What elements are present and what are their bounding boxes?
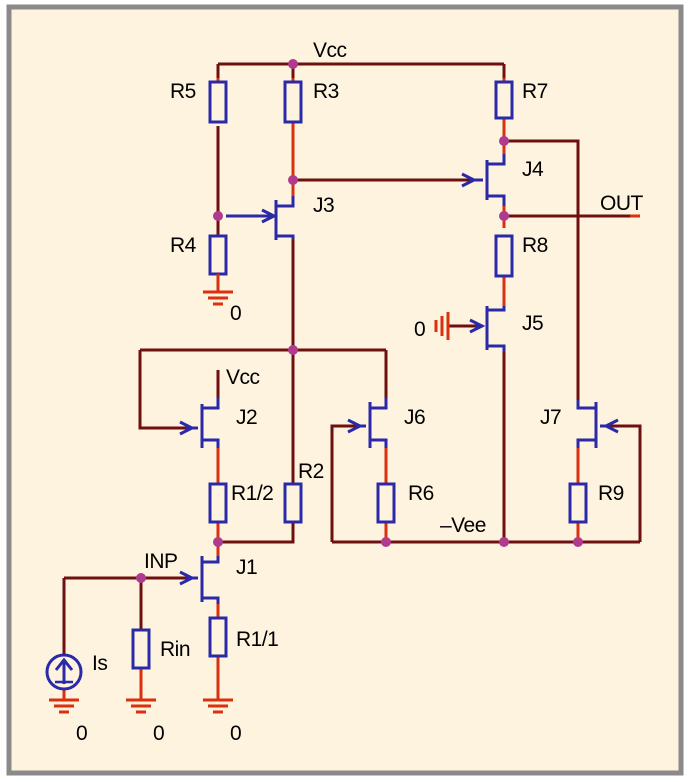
label-r3: R3 xyxy=(313,80,339,103)
label-r5: R5 xyxy=(170,80,196,103)
current-source-is xyxy=(45,653,83,691)
resistor-r4 xyxy=(208,234,228,276)
label-j1: J1 xyxy=(236,556,257,579)
label-j6: J6 xyxy=(404,406,425,429)
label-r8: R8 xyxy=(522,234,548,257)
resistor-r1-1 xyxy=(208,616,228,658)
resistor-r6 xyxy=(376,482,396,524)
transistor-j4 xyxy=(461,154,506,206)
resistor-rin xyxy=(131,628,151,670)
resistor-r5 xyxy=(208,80,228,124)
grounds xyxy=(49,274,450,714)
label-gnd-is: 0 xyxy=(76,722,87,745)
label-inp: INP xyxy=(144,550,178,573)
label-j2: J2 xyxy=(236,406,257,429)
label-is: Is xyxy=(92,652,107,675)
label-r6: R6 xyxy=(408,482,434,505)
resistor-r1-2 xyxy=(208,482,228,524)
label-j4: J4 xyxy=(522,158,544,181)
label-gnd-r1-1: 0 xyxy=(230,722,241,745)
resistor-r9 xyxy=(568,482,588,524)
label-vcc-j2: Vcc xyxy=(226,366,260,389)
label-j3: J3 xyxy=(313,194,334,217)
transistor-j5 xyxy=(469,306,506,352)
label-j7: J7 xyxy=(540,406,561,429)
label-vee: –Vee xyxy=(440,514,486,537)
label-r4: R4 xyxy=(170,234,197,257)
transistor-j7 xyxy=(576,400,619,448)
label-r2: R2 xyxy=(298,460,324,483)
ground-j5 xyxy=(434,312,450,340)
label-out: OUT xyxy=(600,192,644,215)
ground-r1-1 xyxy=(203,698,233,714)
resistor-r8 xyxy=(494,234,514,278)
transistor-j6 xyxy=(347,398,388,448)
labels: Vcc R5 R3 R7 J4 J3 OUT R4 R8 0 0 J5 Vcc … xyxy=(76,39,644,745)
resistors xyxy=(131,80,588,670)
label-r7: R7 xyxy=(522,80,548,103)
transistor-j3 xyxy=(226,196,295,240)
ground-is xyxy=(49,698,79,714)
label-r9: R9 xyxy=(598,482,624,505)
resistor-r7 xyxy=(494,80,514,120)
ground-r4 xyxy=(203,274,233,306)
label-r1-2: R1/2 xyxy=(231,482,273,505)
ground-rin xyxy=(126,698,156,714)
label-vcc-top: Vcc xyxy=(313,39,347,62)
junctions xyxy=(136,59,583,583)
label-gnd-r4: 0 xyxy=(230,302,241,325)
transistor-j1 xyxy=(179,556,220,604)
label-gnd-rin: 0 xyxy=(153,722,164,745)
label-j5: J5 xyxy=(522,312,543,335)
wires xyxy=(62,62,642,654)
resistor-r2 xyxy=(283,482,303,524)
resistor-r3 xyxy=(283,80,303,124)
label-r1-1: R1/1 xyxy=(236,628,278,651)
label-gnd-j5: 0 xyxy=(414,318,425,341)
label-rin: Rin xyxy=(160,638,190,661)
transistor-j2 xyxy=(179,398,220,448)
diagram-frame xyxy=(6,4,684,776)
transistors xyxy=(179,154,619,604)
